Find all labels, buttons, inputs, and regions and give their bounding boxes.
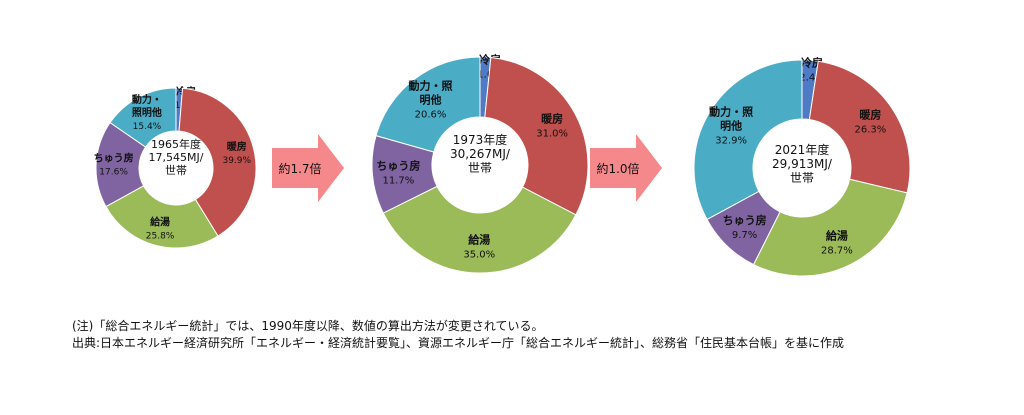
slice-name-power_lighting: 動力・照 — [409, 78, 453, 92]
donut-chart-3: 冷房2.4%暖房26.3%給湯28.7%ちゅう房9.7%動力・照明他32.9%2… — [693, 56, 911, 277]
arrow-shape — [272, 134, 344, 202]
slice-power_lighting — [693, 59, 803, 221]
center-label-line: 世帯 — [468, 161, 492, 175]
slice-heating — [178, 87, 257, 237]
slice-name-kitchen: ちゅう房 — [94, 152, 134, 165]
donut-chart-2: 冷房1.6%暖房31.0%給湯35.0%ちゅう房11.7%動力・照明他20.6%… — [371, 53, 589, 274]
slice-value-heating: 39.9% — [222, 156, 251, 166]
slice-name-heating: 暖房 — [227, 140, 247, 153]
slice-hot_water — [752, 178, 908, 277]
slice-name-power_lighting: 動力・ — [132, 93, 162, 106]
slice-value-kitchen: 9.7% — [732, 230, 757, 241]
slice-hot_water — [382, 185, 577, 274]
arrow-label: 約1.0倍 — [596, 161, 639, 176]
slice-value-power_lighting: 15.4% — [133, 122, 162, 132]
slice-label-hot_water: 給湯 35.0% — [463, 233, 495, 261]
slice-label-hot_water: 給湯 25.8% — [146, 215, 175, 241]
slice-power_lighting — [109, 87, 177, 148]
slice-power_lighting — [375, 56, 481, 153]
footnotes: (注)「総合エネルギー統計」では、1990年度以降、数値の算出方法が変更されてい… — [72, 318, 844, 352]
slice-value-kitchen: 11.7% — [382, 175, 414, 186]
growth-arrow-2: 約1.0倍 — [590, 134, 662, 202]
slice-value-hot_water: 25.8% — [146, 231, 175, 241]
growth-arrow-1: 約1.7倍 — [272, 134, 344, 202]
slice-value-heating: 31.0% — [536, 129, 568, 140]
slice-value-cooling: 2.4% — [799, 73, 824, 84]
slice-label-heating: 暖房 39.9% — [222, 140, 251, 166]
slice-name-hot_water: 給湯 — [468, 233, 490, 247]
slice-value-power_lighting: 32.9% — [715, 135, 747, 146]
source-text: 出典:日本エネルギー経済研究所「エネルギー・経済統計要覧」、資源エネルギー庁「総… — [72, 336, 845, 350]
slice-value-kitchen: 17.6% — [99, 168, 128, 178]
note-text: (注)「総合エネルギー統計」では、1990年度以降、数値の算出方法が変更されてい… — [72, 319, 544, 333]
slice-label-heating: 暖房 26.3% — [854, 108, 886, 136]
slice-hot_water — [105, 185, 219, 249]
center-label-line: 2021年度 — [775, 142, 830, 157]
slice-name-heating: 暖房 — [541, 112, 563, 126]
center-label-line: 17,545MJ/ — [149, 151, 204, 164]
slice-name-kitchen: ちゅう房 — [723, 213, 767, 227]
slice-name-power_lighting: 照明他 — [132, 106, 162, 119]
arrow-label: 約1.7倍 — [278, 161, 321, 176]
center-label-line: 30,267MJ/ — [450, 147, 511, 161]
slice-name-power_lighting: 明他 — [720, 118, 742, 132]
arrow-shape — [590, 134, 662, 202]
slice-label-kitchen: ちゅう房 11.7% — [376, 158, 420, 186]
slice-value-heating: 26.3% — [854, 125, 886, 136]
slice-name-hot_water: 給湯 — [826, 228, 848, 242]
slice-name-power_lighting: 動力・照 — [709, 104, 753, 118]
center-label-line: 世帯 — [165, 164, 187, 177]
slice-value-power_lighting: 20.6% — [415, 109, 447, 120]
slice-value-hot_water: 28.7% — [821, 245, 853, 256]
slice-name-hot_water: 給湯 — [150, 215, 170, 228]
center-label-line: 世帯 — [790, 171, 814, 185]
slice-label-kitchen: ちゅう房 9.7% — [723, 213, 767, 241]
slice-label-hot_water: 給湯 28.7% — [821, 228, 853, 256]
slice-name-kitchen: ちゅう房 — [376, 158, 420, 172]
slice-label-heating: 暖房 31.0% — [536, 112, 568, 140]
center-label-line: 29,913MJ/ — [772, 157, 833, 171]
slice-label-power_lighting: 動力・照明他 20.6% — [409, 78, 453, 120]
center-label-line: 1973年度 — [453, 132, 508, 147]
slice-label-power_lighting: 動力・照明他 15.4% — [132, 93, 162, 132]
slice-name-power_lighting: 明他 — [420, 92, 442, 106]
donut-chart-1: 冷房1.3%暖房39.9%給湯25.8%ちゅう房17.6%動力・照明他15.4%… — [94, 85, 257, 249]
slice-heating — [484, 56, 589, 216]
slice-value-hot_water: 35.0% — [463, 250, 495, 261]
slice-name-heating: 暖房 — [859, 108, 881, 122]
slice-heating — [808, 60, 911, 194]
slice-label-power_lighting: 動力・照明他 32.9% — [709, 104, 753, 146]
slice-label-kitchen: ちゅう房 17.6% — [94, 152, 134, 178]
center-label-line: 1965年度 — [151, 137, 201, 151]
